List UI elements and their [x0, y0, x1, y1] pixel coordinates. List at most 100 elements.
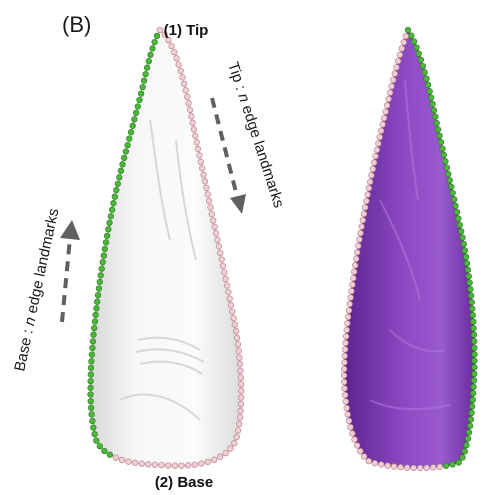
purple-model-pink-landmark — [341, 373, 347, 379]
purple-model-pink-landmark — [348, 424, 354, 430]
purple-model-pink-landmark — [417, 465, 423, 471]
white-model-pink-landmark — [233, 328, 239, 334]
purple-model-green-landmark — [409, 33, 415, 39]
purple-model-pink-landmark — [350, 282, 356, 288]
purple-model-pink-landmark — [343, 399, 349, 405]
white-model-pink-landmark — [172, 463, 178, 469]
purple-model-green-landmark — [443, 463, 449, 469]
white-model-pink-landmark — [157, 27, 163, 33]
purple-model-green-landmark — [471, 338, 477, 344]
purple-model-green-landmark — [451, 197, 457, 203]
purple-model-pink-landmark — [385, 463, 391, 469]
white-model-pink-landmark — [146, 462, 152, 468]
purple-model-green-landmark — [424, 76, 430, 82]
purple-model-green-landmark — [472, 352, 478, 358]
white-model-green-landmark — [130, 123, 136, 129]
purple-model-green-landmark — [462, 449, 468, 455]
purple-model-pink-landmark — [383, 109, 389, 115]
white-model-pink-landmark — [231, 315, 237, 321]
purple-model-green-landmark — [472, 371, 478, 377]
white-model-green-landmark — [94, 299, 100, 305]
white-model-green-landmark — [91, 425, 97, 431]
white-model-pink-landmark — [113, 455, 119, 461]
white-model-pink-landmark — [213, 231, 219, 237]
white-model-pink-landmark — [216, 244, 222, 250]
white-model-green-landmark — [141, 78, 147, 84]
white-model-green-landmark — [98, 273, 104, 279]
purple-model-pink-landmark — [348, 295, 354, 301]
white-model-pink-landmark — [228, 446, 234, 452]
purple-model-green-landmark — [469, 410, 475, 416]
purple-model-green-landmark — [456, 460, 462, 466]
white-model-green-landmark — [123, 149, 129, 155]
white-model-green-landmark — [111, 200, 117, 206]
white-model-pink-landmark — [205, 459, 211, 465]
purple-model-green-landmark — [471, 378, 477, 384]
white-model-green-landmark — [97, 279, 103, 285]
purple-model-pink-landmark — [387, 90, 393, 96]
white-model-green-landmark — [128, 129, 134, 135]
purple-model-green-landmark — [469, 299, 475, 305]
white-model-green-landmark — [115, 181, 121, 187]
white-model-pink-landmark — [176, 62, 182, 68]
purple-model-pink-landmark — [377, 134, 383, 140]
white-model-pink-landmark — [199, 166, 205, 172]
white-model-green-landmark — [107, 452, 113, 458]
purple-model-green-landmark — [427, 89, 433, 95]
purple-model-green-landmark — [470, 397, 476, 403]
purple-model-pink-landmark — [342, 386, 348, 392]
purple-model-green-landmark — [464, 442, 470, 448]
white-model-green-landmark — [88, 385, 94, 391]
purple-model-pink-landmark — [343, 340, 349, 346]
white-model-green-landmark — [100, 259, 106, 265]
purple-model-pink-landmark — [344, 405, 350, 411]
purple-model-pink-landmark — [380, 122, 386, 128]
purple-model-pink-landmark — [341, 366, 347, 372]
purple-model-green-landmark — [437, 133, 443, 139]
base-arrow-head — [60, 220, 80, 240]
purple-model-green-landmark — [425, 82, 431, 88]
white-model-green-landmark — [150, 46, 156, 52]
white-model-green-landmark — [132, 117, 138, 123]
white-model-pink-landmark — [184, 94, 190, 100]
purple-model-green-landmark — [433, 114, 439, 120]
white-model-green-landmark — [135, 104, 141, 110]
white-model-pink-landmark — [238, 408, 244, 414]
white-model-green-landmark — [118, 168, 124, 174]
white-model-pink-landmark — [211, 457, 217, 463]
purple-model-pink-landmark — [359, 224, 365, 230]
white-model-pink-landmark — [226, 289, 232, 295]
purple-model-pink-landmark — [376, 141, 382, 147]
white-model-pink-landmark — [198, 159, 204, 165]
purple-model-pink-landmark — [424, 465, 430, 471]
white-model-pink-landmark — [209, 211, 215, 217]
purple-model-green-landmark — [456, 216, 462, 222]
purple-model-green-landmark — [441, 152, 447, 158]
purple-model-green-landmark — [416, 51, 422, 57]
purple-model-green-landmark — [422, 70, 428, 76]
purple-model-green-landmark — [468, 293, 474, 299]
purple-model-pink-landmark — [373, 153, 379, 159]
white-model-pink-landmark — [193, 133, 199, 139]
white-model-pink-landmark — [215, 237, 221, 243]
purple-model-pink-landmark — [343, 334, 349, 340]
white-model-green-landmark — [137, 97, 143, 103]
white-model-green-landmark — [101, 253, 107, 259]
white-model-pink-landmark — [197, 153, 203, 159]
white-model-pink-landmark — [132, 460, 138, 466]
white-model-pink-landmark — [236, 421, 242, 427]
purple-model-pink-landmark — [389, 84, 395, 90]
white-model-pink-landmark — [220, 263, 226, 269]
white-model-green-landmark — [107, 220, 113, 226]
white-model-green-landmark — [88, 405, 94, 411]
white-model-green-landmark — [88, 392, 94, 398]
purple-model-pink-landmark — [357, 237, 363, 243]
purple-model-green-landmark — [461, 241, 467, 247]
white-model-pink-landmark — [199, 461, 205, 467]
white-model-pink-landmark — [237, 415, 243, 421]
white-model-green-landmark — [97, 443, 103, 449]
white-model-pink-landmark — [218, 250, 224, 256]
white-model-green-landmark — [121, 155, 127, 161]
white-model-pink-landmark — [183, 88, 189, 94]
white-model-green-landmark — [102, 246, 108, 252]
